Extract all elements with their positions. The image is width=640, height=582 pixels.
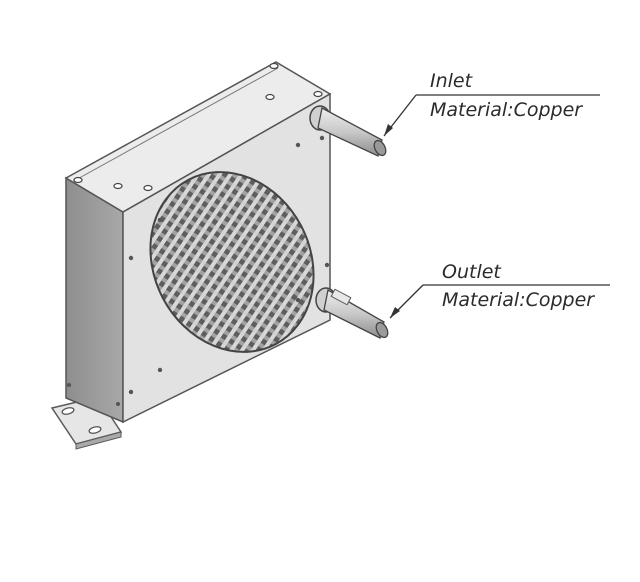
top-screws	[73, 62, 323, 192]
mounting-hole	[61, 407, 75, 415]
inlet-callout: Inlet Material:Copper	[383, 70, 600, 137]
inlet-pipe	[309, 105, 387, 157]
inlet-title: Inlet	[430, 70, 474, 92]
outlet-title: Outlet	[442, 261, 502, 283]
fin-core	[149, 171, 315, 353]
mounting-hole	[88, 426, 102, 434]
outlet-callout: Outlet Material:Copper	[389, 261, 610, 319]
inlet-material: Material:Copper	[430, 99, 583, 121]
outlet-material: Material:Copper	[442, 289, 595, 311]
outlet-pipe	[315, 287, 389, 339]
side-panel	[65, 176, 124, 424]
front-screws	[67, 135, 330, 406]
